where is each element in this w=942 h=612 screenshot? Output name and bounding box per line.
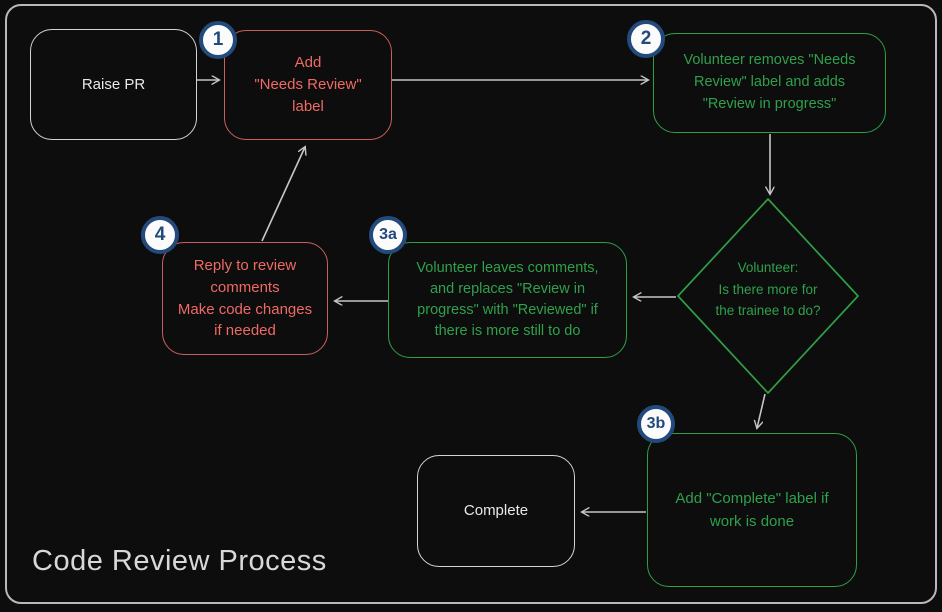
node-step4-label: Reply to review comments Make code chang…: [177, 257, 313, 340]
node-step2-volunteer-removes: Volunteer removes "Needs Review" label a…: [653, 33, 886, 133]
arrow-step4-to-step1: [261, 147, 305, 242]
node-raise-pr-label: Raise PR: [81, 75, 146, 93]
step-badge-3a: 3a: [369, 216, 407, 254]
node-step2-label: Volunteer removes "Needs Review" label a…: [683, 52, 856, 112]
arrow-decision-to-step3b: [757, 393, 766, 428]
node-step1-label: Add "Needs Review" label: [254, 54, 362, 115]
node-step3b-label: Add "Complete" label if work is done: [675, 489, 829, 530]
diagram-frame: [5, 4, 937, 604]
decision-diamond-shape: [677, 198, 859, 394]
step-badge-2: 2: [627, 20, 665, 58]
node-complete-label: Complete: [463, 502, 529, 520]
node-step1-add-needs-review: Add "Needs Review" label: [224, 30, 392, 140]
node-raise-pr: Raise PR: [30, 29, 197, 140]
step-badge-4: 4: [141, 216, 179, 254]
node-step4-reply-comments: Reply to review comments Make code chang…: [162, 242, 328, 355]
diagram-title: Code Review Process: [32, 545, 327, 577]
step-badge-3b: 3b: [637, 405, 675, 443]
decision-diamond-label: Volunteer: Is there more for the trainee…: [715, 260, 821, 319]
node-step3b-add-complete: Add "Complete" label if work is done: [647, 433, 857, 587]
node-step3a-label: Volunteer leaves comments, and replaces …: [416, 259, 599, 340]
step-badge-1: 1: [199, 21, 237, 59]
node-complete: Complete: [417, 455, 575, 567]
node-step3a-volunteer-comments: Volunteer leaves comments, and replaces …: [388, 242, 627, 358]
